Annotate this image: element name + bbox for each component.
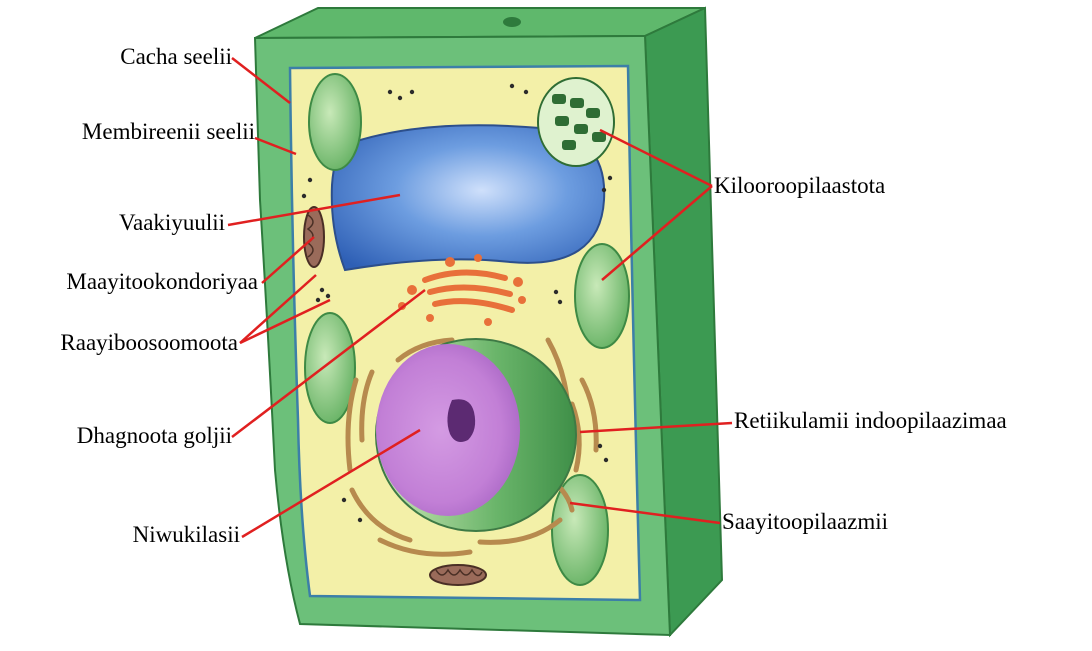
- label-cell-membrane: Membireenii seelii: [82, 119, 255, 144]
- label-ribosomes: Raayiboosoomoota: [60, 330, 238, 355]
- label-endoplasmic-reticulum: Retiikulamii indoopilaazimaa: [734, 408, 1007, 433]
- label-nucleus: Niwukilasii: [133, 522, 240, 547]
- label-golgi: Dhagnoota goljii: [77, 423, 232, 448]
- chloroplast: [309, 74, 361, 170]
- label-mitochondria: Maayitookondoriyaa: [66, 269, 258, 294]
- cell-wall-top-face: [255, 8, 705, 38]
- wall-pit-top: [503, 17, 521, 27]
- chloroplast: [575, 244, 629, 348]
- label-cell-wall: Cacha seelii: [120, 44, 232, 69]
- label-vacuole: Vaakiyuulii: [119, 210, 225, 235]
- nucleus: [376, 339, 576, 531]
- label-chloroplasts: Kilooroopilaastota: [714, 173, 885, 198]
- chloroplast: [305, 313, 355, 423]
- label-cytoplasm: Saayitoopilaazmii: [722, 509, 888, 534]
- chloroplast-grana: [538, 78, 614, 166]
